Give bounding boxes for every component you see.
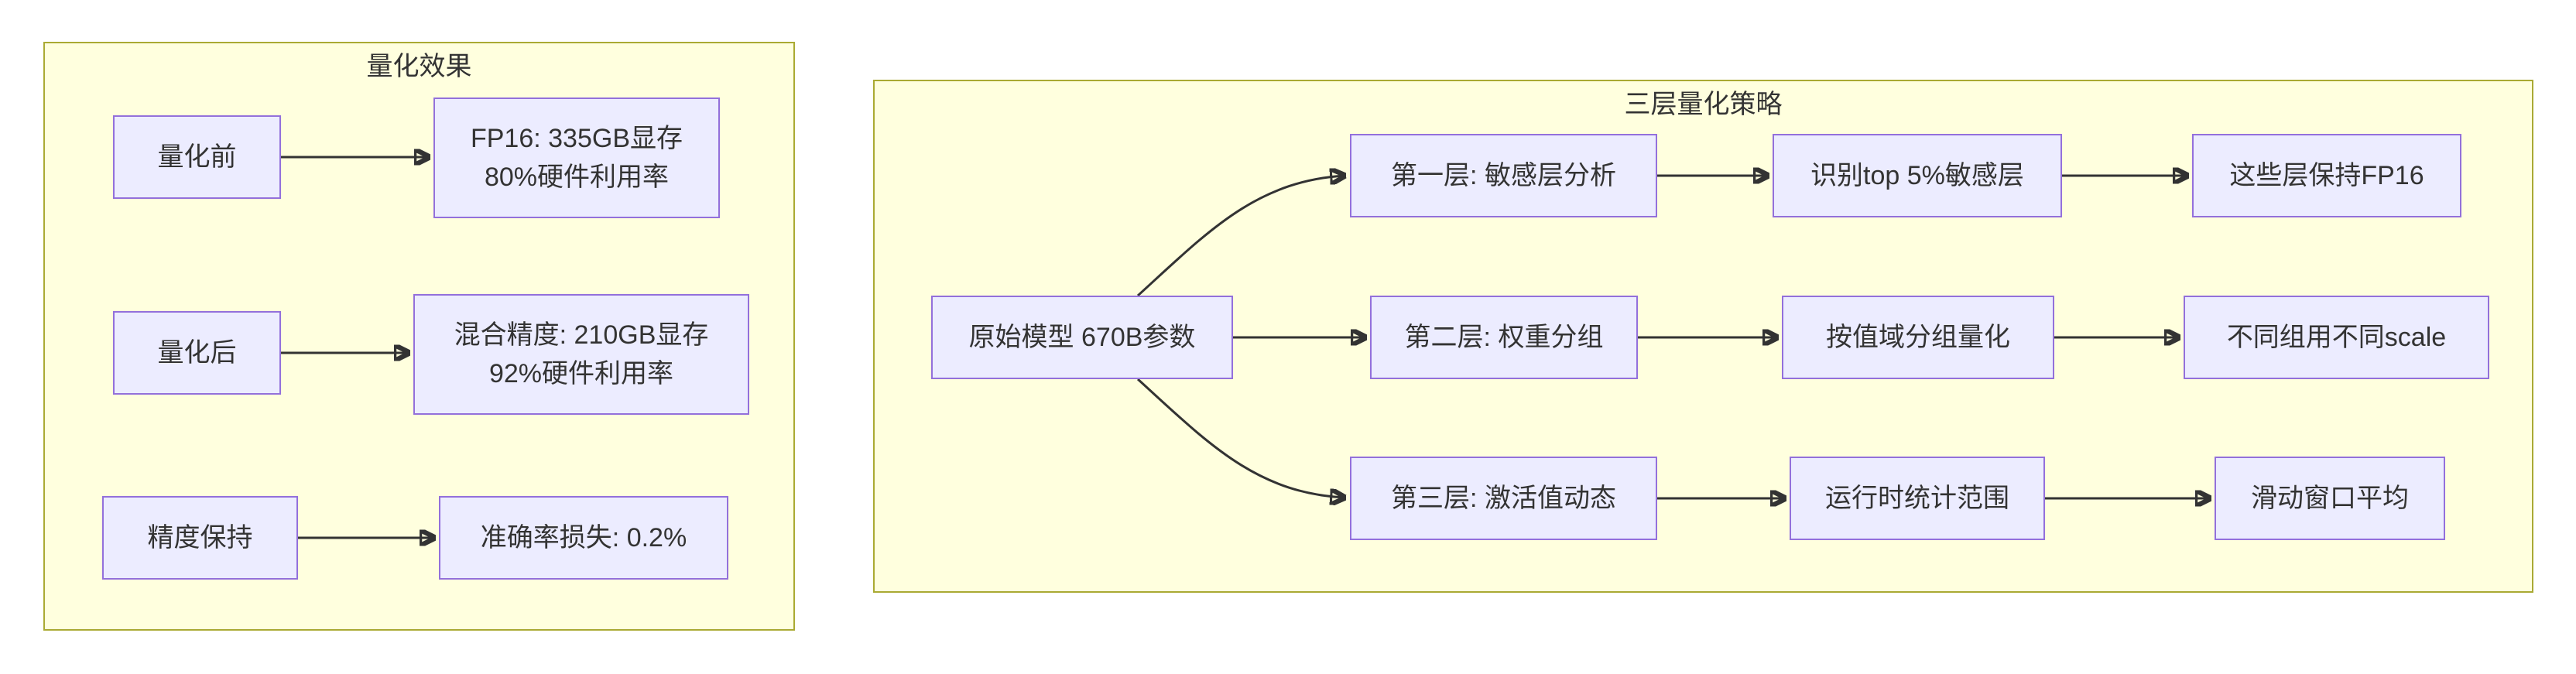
- node-label: 这些层保持FP16: [2229, 161, 2424, 190]
- node-keep-fp16-layers: 这些层保持FP16: [2192, 134, 2461, 217]
- node-label: 不同组用不同scale: [2226, 323, 2447, 352]
- node-quant-before: 量化前: [113, 115, 281, 199]
- panel-title-three-layer-strategy: 三层量化策略: [1624, 90, 1783, 119]
- node-accuracy-loss: 准确率损失: 0.2%: [439, 496, 728, 580]
- node-label: 第三层: 激活值动态: [1391, 484, 1616, 513]
- node-layer3-activation-dynamic: 第三层: 激活值动态: [1350, 457, 1657, 540]
- node-label: 准确率损失: 0.2%: [480, 523, 687, 553]
- panel-title-quantization-effect: 量化效果: [366, 52, 472, 81]
- node-label-line1: FP16: 335GB显存: [470, 124, 683, 153]
- node-label-line2: 92%硬件利用率: [488, 359, 674, 388]
- node-label-line2: 80%硬件利用率: [484, 163, 670, 192]
- node-label: 量化后: [157, 338, 237, 368]
- node-label-line1: 混合精度: 210GB显存: [454, 320, 709, 350]
- node-label: 识别top 5%敏感层: [1810, 161, 2024, 190]
- node-runtime-range-stats: 运行时统计范围: [1790, 457, 2045, 540]
- node-fp16-result: FP16: 335GB显存 80%硬件利用率: [433, 98, 720, 218]
- node-label: 精度保持: [147, 523, 253, 553]
- node-precision-keep: 精度保持: [102, 496, 298, 580]
- node-label: 第一层: 敏感层分析: [1391, 161, 1616, 190]
- node-mixed-precision-result: 混合精度: 210GB显存 92%硬件利用率: [413, 294, 749, 415]
- node-label: 第二层: 权重分组: [1404, 323, 1604, 352]
- node-different-scale-per-group: 不同组用不同scale: [2184, 296, 2489, 379]
- node-quant-after: 量化后: [113, 311, 281, 395]
- node-label: 滑动窗口平均: [2251, 484, 2409, 513]
- node-layer1-sensitive-analysis: 第一层: 敏感层分析: [1350, 134, 1657, 217]
- node-group-by-value-range: 按值域分组量化: [1782, 296, 2054, 379]
- node-identify-top5-sensitive: 识别top 5%敏感层: [1773, 134, 2062, 217]
- node-label: 按值域分组量化: [1826, 323, 2010, 352]
- node-label: 量化前: [157, 142, 237, 172]
- node-layer2-weight-grouping: 第二层: 权重分组: [1370, 296, 1638, 379]
- node-original-model: 原始模型 670B参数: [931, 296, 1233, 379]
- node-label: 原始模型 670B参数: [968, 323, 1196, 352]
- node-sliding-window-average: 滑动窗口平均: [2215, 457, 2445, 540]
- node-label: 运行时统计范围: [1825, 484, 2009, 513]
